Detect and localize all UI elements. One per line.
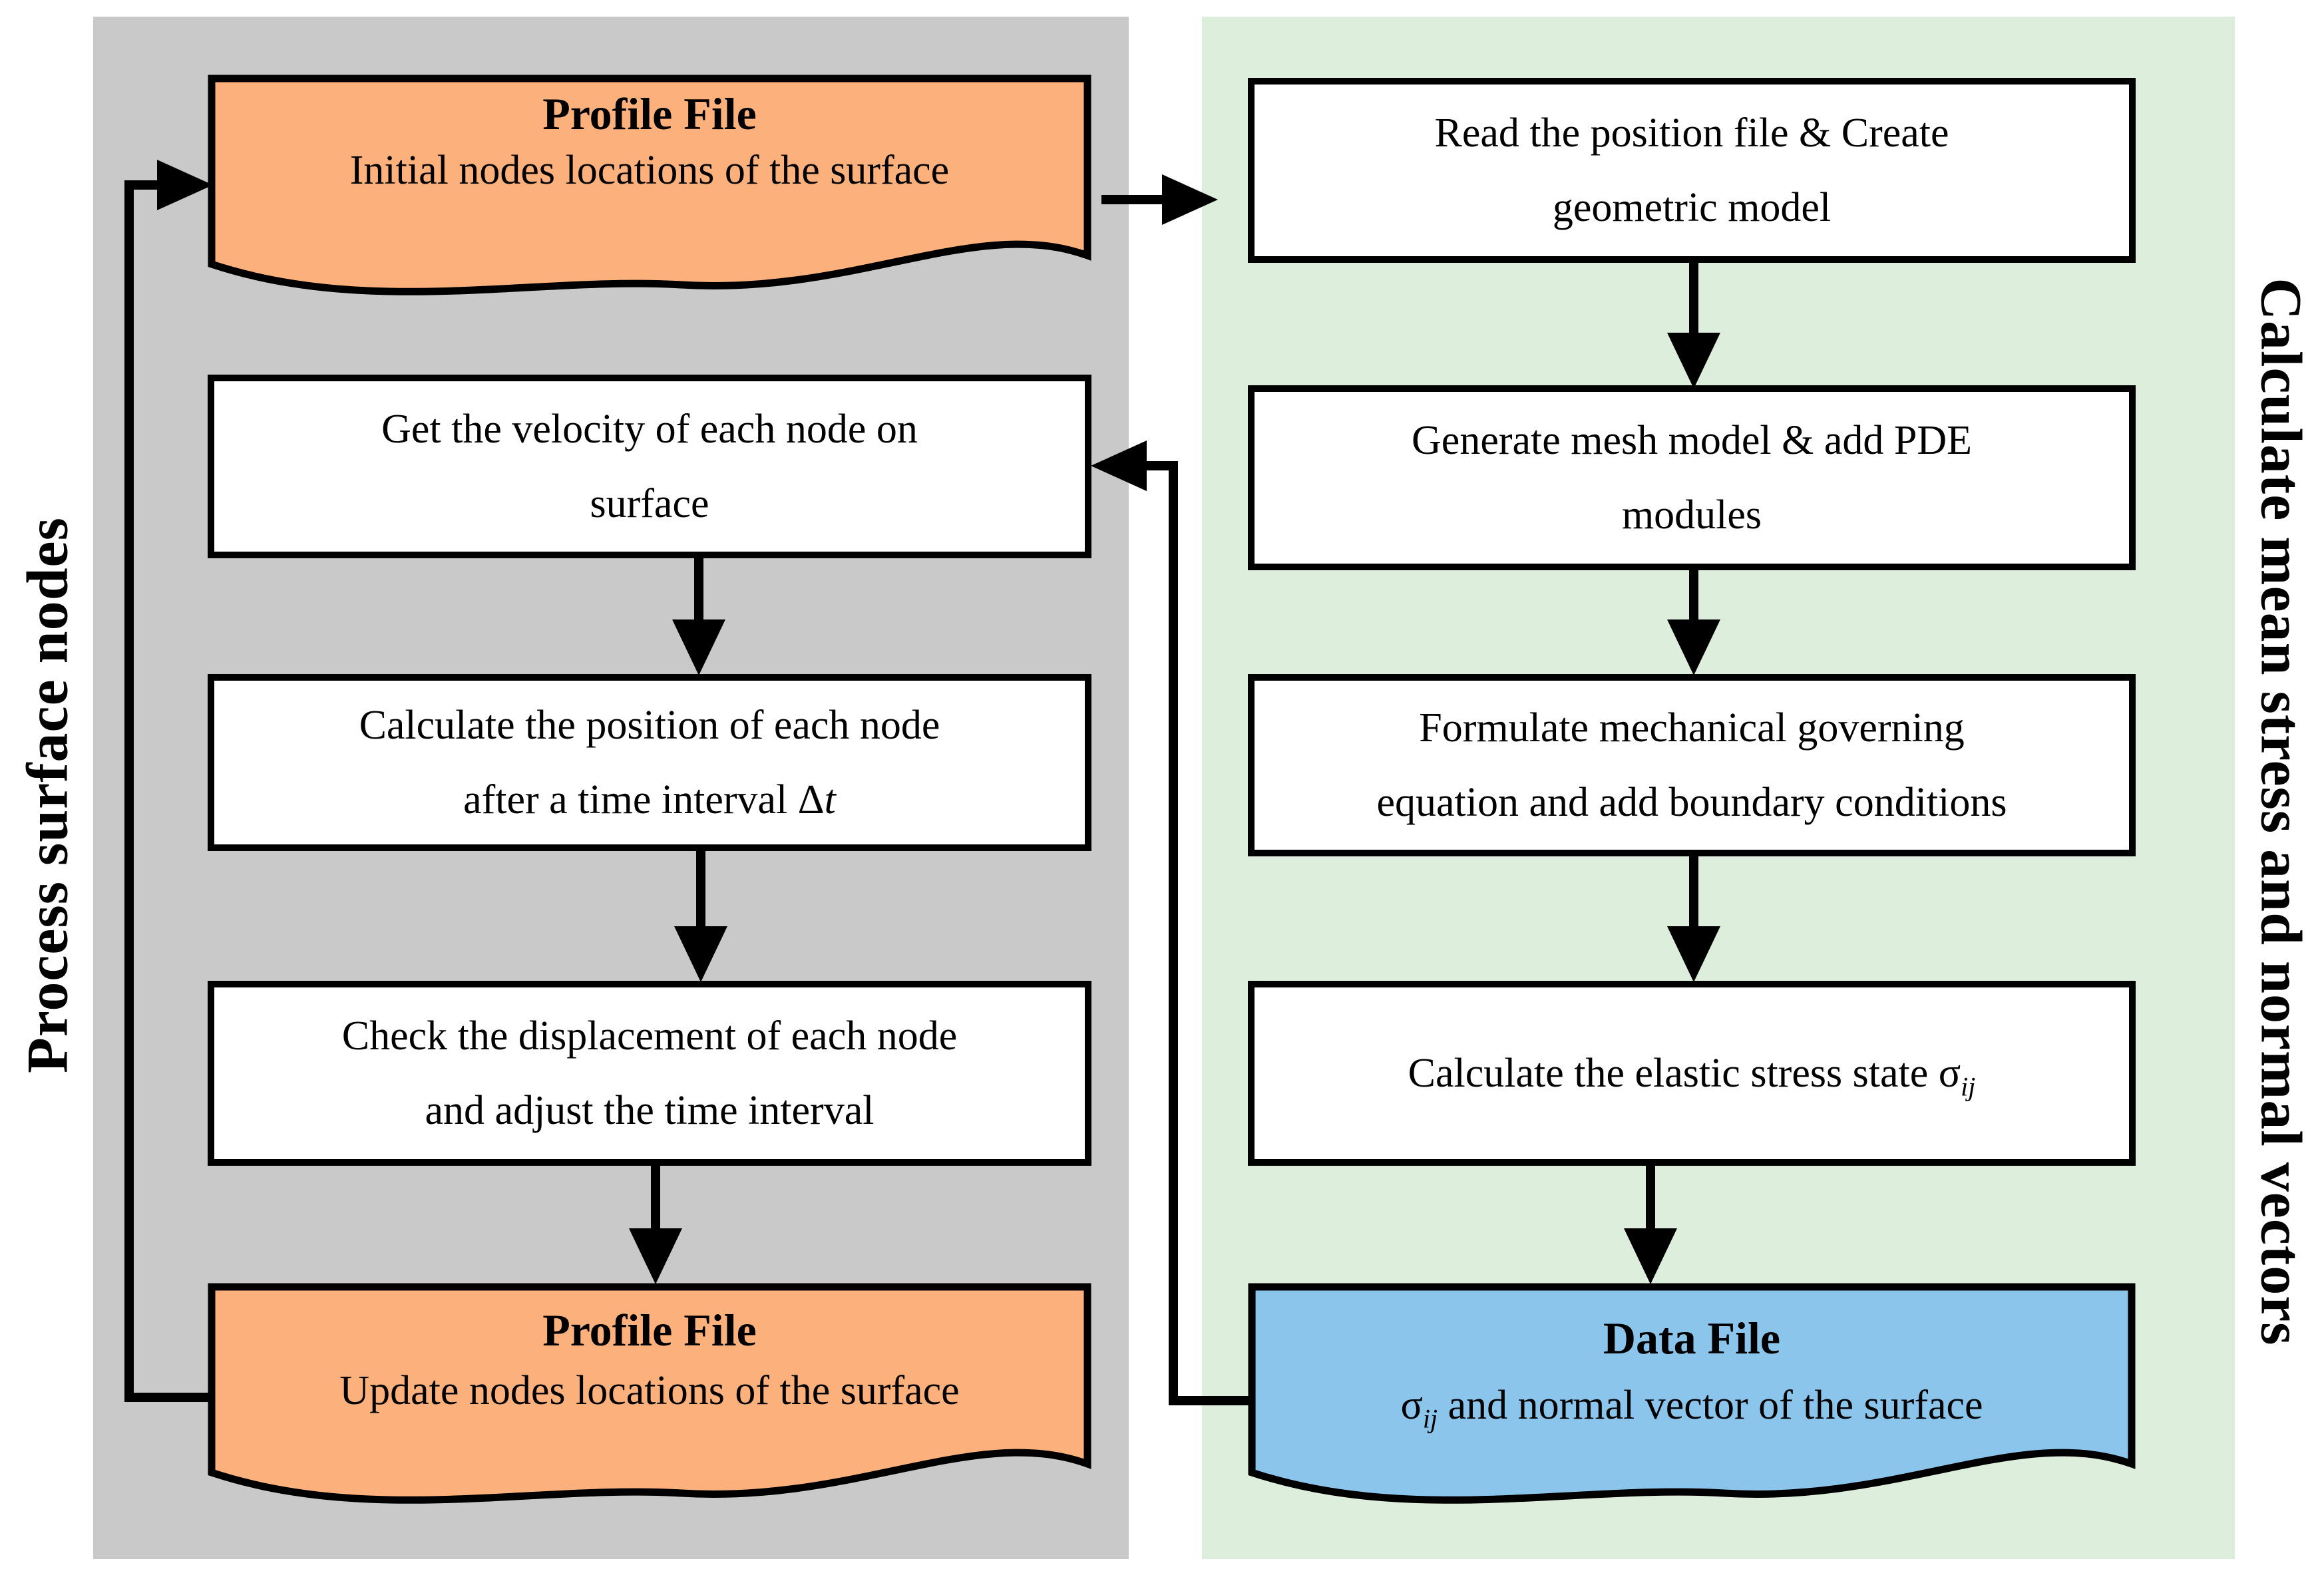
connector-loop-vertical: [124, 180, 134, 1402]
arrow-profile-to-read-line: [1101, 195, 1163, 204]
arrow-generate-to-formulate-head: [1667, 619, 1720, 675]
data-file-shape: Data File σij and normal vector of the s…: [1248, 1283, 2136, 1512]
connector-datafile-return-vertical: [1169, 461, 1178, 1405]
connector-datafile-return-bottom: [1169, 1396, 1254, 1405]
arrow-check-to-profile-line: [651, 1164, 660, 1230]
box-calculate-position: Calculate the position of each node afte…: [208, 674, 1091, 851]
box-line-text: after a time interval: [463, 777, 798, 822]
arrow-formulate-to-stress-line: [1689, 854, 1698, 928]
profile-file-bottom-body: Update nodes locations of the surface: [339, 1368, 960, 1413]
profile-file-bottom-title: Profile File: [542, 1305, 757, 1355]
box-calculate-stress: Calculate the elastic stress state σij: [1248, 981, 2136, 1166]
sigma-symbol: σ: [1400, 1383, 1423, 1428]
box-line: Formulate mechanical governing: [1419, 705, 1965, 751]
box-get-velocity: Get the velocity of each node on surface: [208, 375, 1091, 558]
box-formulate-equation: Formulate mechanical governing equation …: [1248, 674, 2136, 856]
connector-loop-top: [124, 180, 159, 190]
document-wave-path: [1248, 1283, 2136, 1504]
connector-datafile-return-top: [1147, 461, 1177, 470]
box-line-text: Calculate the elastic stress state: [1408, 1051, 1939, 1096]
data-file-body-text: and normal vector of the surface: [1438, 1383, 1983, 1428]
box-line: after a time interval Δt: [463, 763, 836, 837]
document-wave-path: [208, 75, 1091, 295]
box-line: Calculate the position of each node: [359, 703, 940, 748]
profile-file-top-shape: Profile File Initial nodes locations of …: [208, 75, 1091, 304]
delta-symbol: Δ: [797, 777, 825, 822]
arrow-loop-to-profile-head: [157, 160, 213, 210]
arrow-generate-to-formulate-line: [1689, 568, 1698, 621]
box-line: modules: [1621, 492, 1762, 538]
box-line: equation and add boundary conditions: [1376, 780, 2007, 825]
arrow-stress-to-datafile-line: [1646, 1164, 1655, 1230]
data-file-title: Data File: [1603, 1313, 1781, 1363]
arrow-read-to-generate-head: [1667, 333, 1720, 389]
box-line: and adjust the time interval: [425, 1088, 874, 1133]
box-line: surface: [590, 481, 709, 526]
box-line: Calculate the elastic stress state σij: [1408, 1036, 1976, 1111]
document-wave-path: [208, 1283, 1091, 1504]
profile-file-bottom-shape: Profile File Update nodes locations of t…: [208, 1283, 1091, 1512]
left-panel-label-text: Process surface nodes: [15, 517, 81, 1073]
arrow-datafile-to-velocity-head: [1091, 440, 1147, 491]
arrow-velocity-to-position-head: [672, 619, 725, 675]
profile-file-top-body: Initial nodes locations of the surface: [349, 148, 950, 193]
box-line: Generate mesh model & add PDE: [1412, 418, 1972, 463]
arrow-profile-to-read-head: [1162, 174, 1218, 225]
document-wave-svg: [208, 1283, 1091, 1504]
box-line: Get the velocity of each node on: [381, 407, 918, 452]
arrow-position-to-check-head: [674, 926, 727, 982]
box-check-displacement: Check the displacement of each node and …: [208, 981, 1091, 1166]
arrow-formulate-to-stress-head: [1667, 926, 1720, 982]
right-panel-label-text: Calculate mean stress and normal vectors: [2248, 277, 2313, 1346]
arrow-velocity-to-position-line: [694, 556, 703, 623]
data-file-body: σij and normal vector of the surface: [1248, 1380, 2136, 1434]
profile-file-top-title: Profile File: [542, 88, 757, 139]
box-read-position: Read the position file & Create geometri…: [1248, 78, 2136, 263]
document-wave-svg: [208, 75, 1091, 295]
time-variable: t: [824, 777, 836, 822]
box-line: Check the displacement of each node: [341, 1013, 958, 1059]
arrow-check-to-profile-head: [629, 1228, 682, 1284]
sigma-subscript: ij: [1422, 1403, 1438, 1434]
arrow-stress-to-datafile-head: [1624, 1228, 1677, 1284]
sigma-subscript: ij: [1961, 1071, 1976, 1102]
arrow-read-to-generate-line: [1689, 261, 1698, 334]
connector-loop-bottom: [124, 1393, 214, 1402]
box-generate-mesh: Generate mesh model & add PDE modules: [1248, 385, 2136, 570]
document-wave-svg: [1248, 1283, 2136, 1504]
sigma-symbol: σ: [1938, 1051, 1961, 1096]
box-line: Read the position file & Create: [1434, 110, 1949, 156]
arrow-position-to-check-line: [696, 849, 705, 929]
box-line: geometric model: [1552, 185, 1832, 230]
